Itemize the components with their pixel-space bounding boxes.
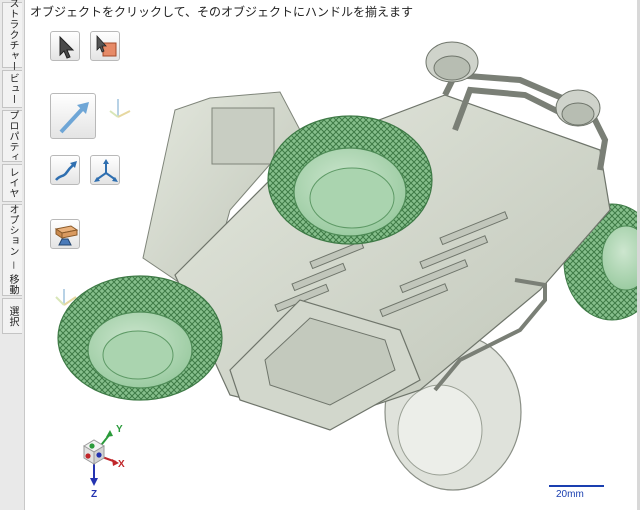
- move-pivot-button[interactable]: [104, 93, 134, 123]
- headlights[interactable]: [425, 41, 601, 127]
- x-axis-label: X: [118, 459, 125, 470]
- anchor-block-icon: [54, 225, 79, 246]
- viewport-border: [637, 0, 640, 510]
- move-arrow-icon: [59, 102, 89, 134]
- anchor-tool-button[interactable]: [50, 219, 80, 249]
- chassis-vents: [274, 211, 509, 318]
- view-cube-icon[interactable]: [83, 439, 105, 465]
- move-along-button[interactable]: [50, 155, 80, 185]
- select-box-icon: [96, 34, 117, 57]
- tab-structure-label: ストラクチャー: [7, 0, 18, 72]
- ruler-tool-button[interactable]: [50, 281, 80, 311]
- move-along-icon: [55, 161, 77, 181]
- select-tool-button[interactable]: [50, 31, 80, 61]
- left-tire[interactable]: [57, 275, 223, 401]
- tab-select[interactable]: 選択: [2, 298, 22, 334]
- tab-layers-label: レイヤ: [7, 167, 18, 199]
- tab-properties-label: プロパティ: [7, 109, 18, 163]
- select-component-button[interactable]: [90, 31, 120, 61]
- tab-view[interactable]: ビュー: [2, 70, 22, 108]
- cursor-arrow-icon: [59, 35, 75, 59]
- tab-view-label: ビュー: [7, 73, 18, 105]
- pivot-icon: [109, 99, 131, 118]
- move-axes-button[interactable]: [90, 155, 120, 185]
- tool-hint-text: オブジェクトをクリックして、そのオブジェクトにハンドルを揃えます: [30, 5, 414, 19]
- move-direction-button[interactable]: [50, 93, 96, 139]
- scale-bar-label: 20mm: [556, 489, 584, 500]
- side-tab-strip: ストラクチャー ビュー プロパティ レイヤ オプション － 移動 選択: [0, 0, 25, 510]
- scale-bar: [549, 481, 604, 487]
- axis-triad: Y X Z: [83, 424, 125, 500]
- y-axis-label: Y: [116, 424, 123, 435]
- tab-options-move-label: オプション － 移動: [7, 204, 18, 296]
- tab-layers[interactable]: レイヤ: [2, 164, 22, 202]
- tab-select-label: 選択: [7, 305, 18, 327]
- tab-structure[interactable]: ストラクチャー: [2, 0, 22, 72]
- model-viewport[interactable]: [24, 22, 637, 510]
- upper-tire[interactable]: [267, 115, 433, 245]
- move-axes-icon: [94, 159, 118, 182]
- ruler-icon: [55, 289, 77, 306]
- z-axis-label: Z: [91, 489, 97, 500]
- tab-properties[interactable]: プロパティ: [2, 110, 22, 162]
- tab-options-move[interactable]: オプション － 移動: [2, 204, 22, 296]
